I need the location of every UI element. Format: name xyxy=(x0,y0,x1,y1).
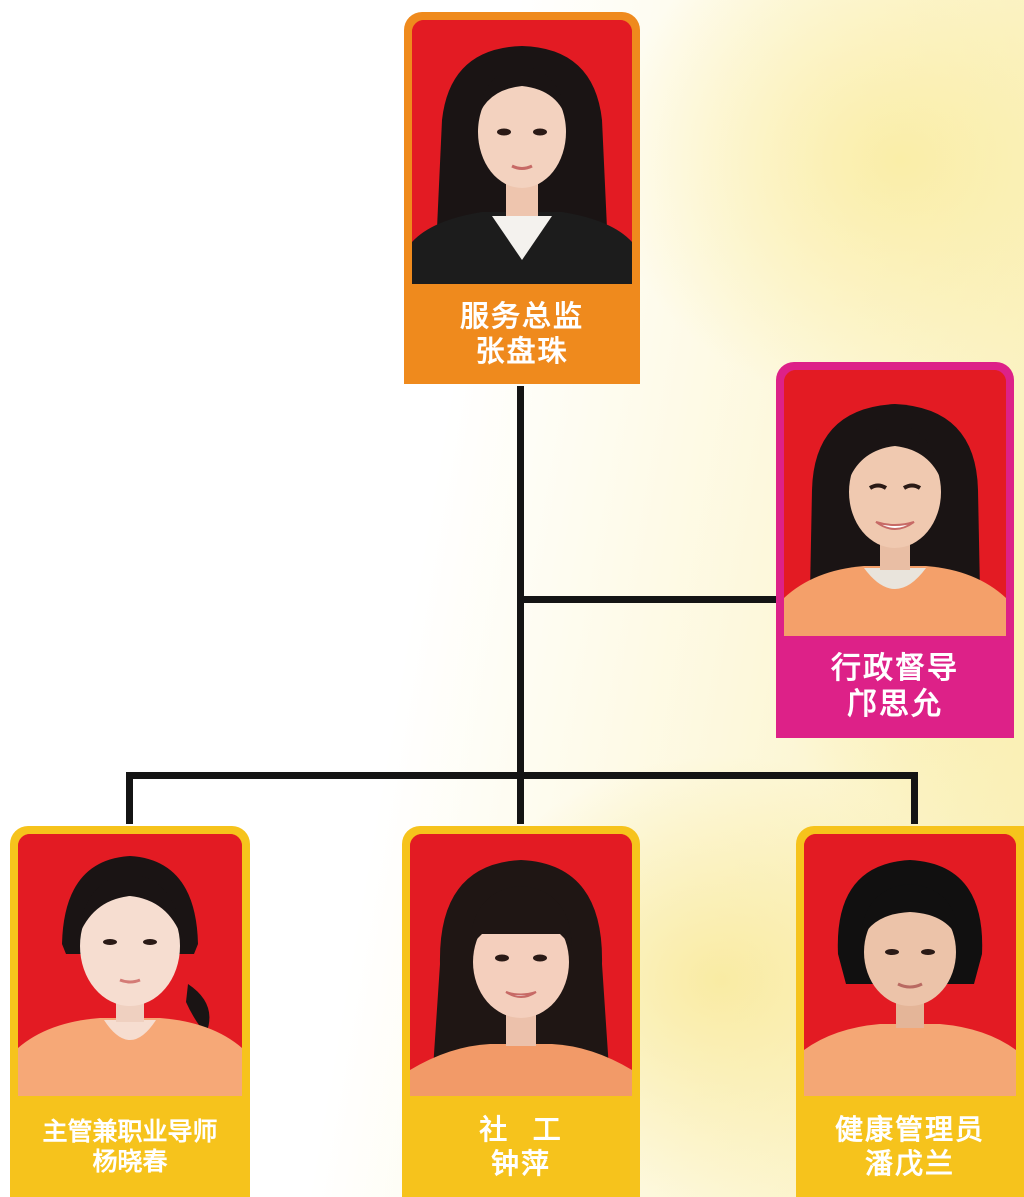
admin-supervisor-title: 行政督导 xyxy=(831,651,959,686)
staff-health-manager-title: 健康管理员 xyxy=(834,1112,985,1146)
org-card-staff-health-manager: 健康管理员 潘戊兰 xyxy=(796,826,1024,1197)
connector-line-staff-right xyxy=(911,772,918,824)
portrait-director-illustration xyxy=(412,20,632,284)
staff-social-worker-title: 社 工 xyxy=(479,1112,563,1146)
portrait-staff-health-manager-illustration xyxy=(804,834,1016,1096)
staff-health-manager-caption: 健康管理员 潘戊兰 xyxy=(796,1096,1024,1197)
portrait-staff-supervisor-illustration xyxy=(18,834,242,1096)
staff-supervisor-caption: 主管兼职业导师 杨晓春 xyxy=(10,1096,250,1197)
portrait-photo-staff-social-worker xyxy=(410,834,632,1096)
portrait-staff-social-worker-illustration xyxy=(410,834,632,1096)
staff-social-worker-caption: 社 工 钟萍 xyxy=(402,1096,640,1197)
director-title: 服务总监 xyxy=(459,299,584,334)
admin-supervisor-name: 邝思允 xyxy=(847,687,943,722)
staff-social-worker-name: 钟萍 xyxy=(490,1146,551,1180)
org-card-director: 服务总监 张盘珠 xyxy=(404,12,640,384)
connector-line-director-down xyxy=(517,386,524,778)
staff-health-manager-name: 潘戊兰 xyxy=(864,1146,955,1180)
org-card-staff-social-worker: 社 工 钟萍 xyxy=(402,826,640,1197)
org-card-staff-supervisor: 主管兼职业导师 杨晓春 xyxy=(10,826,250,1197)
portrait-photo-admin-supervisor xyxy=(784,370,1006,636)
connector-line-admin-branch xyxy=(517,596,777,603)
director-caption: 服务总监 张盘珠 xyxy=(404,284,640,384)
connector-line-staff-left xyxy=(126,772,133,824)
connector-line-staff-middle xyxy=(517,772,524,824)
portrait-photo-director xyxy=(412,20,632,284)
org-card-admin-supervisor: 行政督导 邝思允 xyxy=(776,362,1014,738)
portrait-admin-supervisor-illustration xyxy=(784,370,1006,636)
director-name: 张盘珠 xyxy=(475,334,569,368)
staff-supervisor-title: 主管兼职业导师 xyxy=(42,1116,218,1146)
portrait-photo-staff-health-manager xyxy=(804,834,1016,1096)
staff-supervisor-name: 杨晓春 xyxy=(92,1146,168,1176)
admin-supervisor-caption: 行政督导 邝思允 xyxy=(776,636,1014,738)
portrait-photo-staff-supervisor xyxy=(18,834,242,1096)
